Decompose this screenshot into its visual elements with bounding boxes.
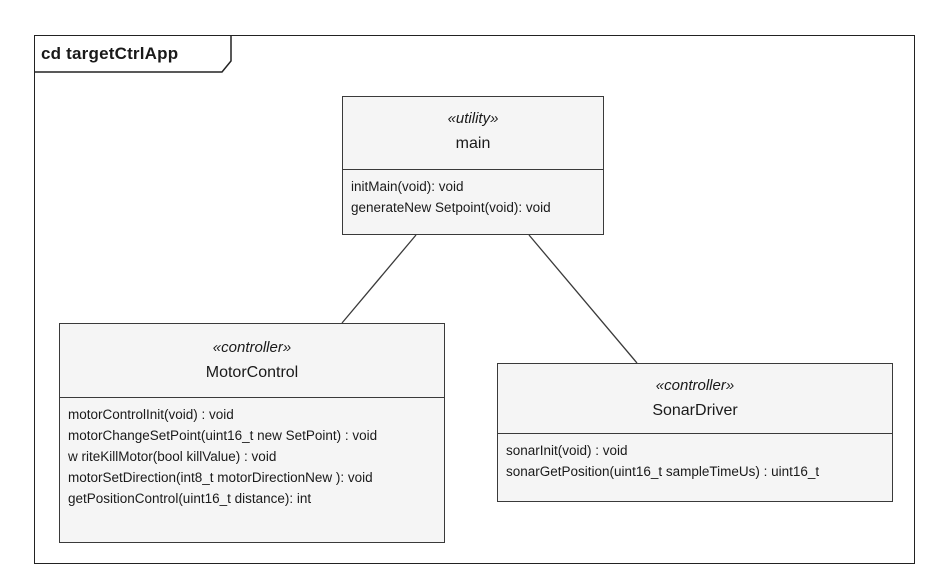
stereotype-label: «controller»	[655, 377, 735, 394]
operation: getPositionControl(uint16_t distance): i…	[68, 491, 312, 506]
operation: generateNew Setpoint(void): void	[351, 200, 551, 215]
operations-compartment: sonarInit(void) : void sonarGetPosition(…	[498, 434, 892, 482]
operation: w riteKillMotor(bool killValue) : void	[68, 449, 277, 464]
diagram-frame	[34, 35, 915, 564]
class-header: «controller» MotorControl	[60, 324, 444, 398]
operation: initMain(void): void	[351, 179, 464, 194]
operations-compartment: initMain(void): void generateNew Setpoin…	[343, 170, 603, 218]
operation: sonarInit(void) : void	[506, 443, 628, 458]
class-header: «utility» main	[343, 97, 603, 170]
operation: motorChangeSetPoint(uint16_t new SetPoin…	[68, 428, 378, 443]
class-name: main	[455, 135, 491, 152]
class-name: MotorControl	[205, 364, 299, 381]
operation: sonarGetPosition(uint16_t sampleTimeUs) …	[506, 464, 820, 479]
frame-title: cd targetCtrlApp	[41, 44, 179, 63]
operation: motorControlInit(void) : void	[68, 407, 234, 422]
class-motorcontrol[interactable]: «controller» MotorControl motorControlIn…	[59, 323, 445, 543]
frame-tab	[34, 35, 234, 73]
operations-compartment: motorControlInit(void) : void motorChang…	[60, 398, 444, 509]
stereotype-label: «controller»	[212, 339, 292, 356]
stereotype-label: «utility»	[447, 110, 499, 127]
operation: motorSetDirection(int8_t motorDirectionN…	[68, 470, 373, 485]
association-main-sonardriver	[528, 234, 638, 364]
association-main-motorcontrol	[341, 234, 417, 324]
class-sonardriver[interactable]: «controller» SonarDriver sonarInit(void)…	[497, 363, 893, 502]
class-header: «controller» SonarDriver	[498, 364, 892, 434]
class-name: SonarDriver	[652, 402, 738, 419]
class-main[interactable]: «utility» main initMain(void): void gene…	[342, 96, 604, 235]
